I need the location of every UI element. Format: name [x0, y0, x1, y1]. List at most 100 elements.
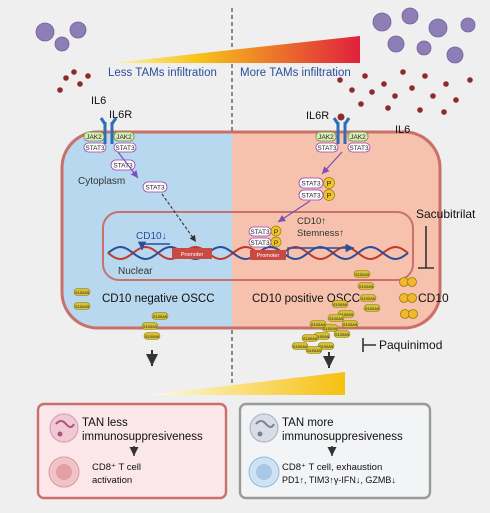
paquinimod-inhibit-line [362, 338, 376, 352]
tan-cell-left [49, 413, 79, 443]
s100a9-label: S100A9 [343, 322, 358, 327]
phospho-right-2 [323, 189, 335, 201]
s100a9-protein: S100A9 [73, 288, 91, 296]
cell-membrane [60, 130, 442, 330]
s100a9-protein: S100A9 [359, 294, 377, 302]
s100a9-protein: S100A9 [341, 320, 359, 328]
s100a9-protein: S100A9 [363, 304, 381, 312]
s100a9-protein: S100A9 [73, 302, 91, 310]
s100a9-label: S100A9 [307, 348, 322, 353]
s100a9-label: S100A9 [361, 296, 376, 301]
s100a9-protein: S100A9 [141, 322, 159, 330]
cytoplasm-label: Cytoplasm [78, 176, 125, 187]
s100a9-label: S100A9 [365, 306, 380, 311]
jak2-left-a-label: JAK2 [86, 134, 102, 141]
jak2-left-b-label: JAK2 [116, 134, 132, 141]
tan-more-label: TAN more [282, 417, 334, 429]
s100a9-protein: S100A9 [301, 334, 319, 342]
tams-gradient-ramp [112, 36, 360, 63]
more-tams-label: More TAMs infiltration [240, 67, 351, 79]
s100-gradient-wedge [148, 372, 345, 395]
s100a9-label: S100A9 [333, 302, 348, 307]
il6-dots-left [57, 69, 91, 93]
s100a9-label: S100A9 [315, 334, 330, 339]
jak2-left-a [83, 131, 105, 142]
s100a9-label: S100A9 [339, 312, 354, 317]
stat3-right-n1-label: STAT3 [250, 229, 270, 236]
s100a9-label: S100A9 [293, 344, 308, 349]
phospho-right-3-label: P [274, 229, 278, 236]
s100a9-protein: S100A9 [305, 346, 323, 354]
il6-dots-right [337, 69, 473, 115]
jak2-right-b-label: JAK2 [350, 134, 366, 141]
il6r-receptor-left [99, 117, 118, 144]
stat3-left-d-label: STAT3 [145, 185, 165, 192]
tan-more-immuno-label: immunosuppresiveness [282, 431, 403, 443]
phospho-right-4-label: P [274, 240, 278, 247]
cd10-down-arrow [137, 241, 170, 250]
s100a9-protein: S100A9 [333, 330, 351, 338]
stat3-right-a [315, 142, 339, 153]
s100a9-label: S100A9 [75, 290, 90, 295]
s100a9-label: S100A9 [335, 332, 350, 337]
promoter-label-right: Promoter [257, 253, 280, 259]
cd8-tcell-right [248, 456, 280, 488]
promoter-box-right [250, 250, 286, 260]
sacubitrilat-inhibit-line [418, 226, 434, 269]
jak2-left-b [113, 131, 135, 142]
cd8-tcell-left [48, 456, 80, 488]
s100a9-label: S100A9 [359, 284, 374, 289]
stat3-right-nuclear-arrow [277, 200, 311, 223]
s100a9-protein: S100A9 [353, 270, 371, 278]
stat3-right-p1 [298, 177, 324, 189]
stat3-left-c [110, 159, 136, 171]
phospho-right-2-label: P [327, 193, 332, 200]
less-tams-label: Less TAMs infiltration [108, 67, 217, 79]
cd10-down-label: CD10↓ [136, 231, 167, 242]
il6-label-left: IL6 [91, 95, 106, 107]
tam-cluster-right [372, 7, 476, 64]
il6r-label-left: IL6R [109, 109, 132, 121]
tan-less-immuno-label: immunosuppresiveness [82, 431, 203, 443]
cd10-up-label: CD10↑ [297, 216, 326, 227]
s100a9-label: S100A9 [75, 304, 90, 309]
s100a9-label: S100A9 [323, 326, 338, 331]
cd10-label: CD10 [418, 291, 449, 305]
s100a9-protein: S100A9 [327, 314, 345, 322]
left-cell-title: CD10 negative OSCC [102, 293, 215, 305]
s100a9-protein: S100A9 [331, 300, 349, 308]
s100a9-protein: S100A9 [317, 342, 335, 350]
stat3-right-b-label: STAT3 [349, 145, 369, 152]
stat3-left-activation-arrow [117, 151, 139, 179]
paquinimod-label: Paquinimod [379, 338, 442, 352]
phospho-right-3 [270, 225, 282, 237]
s100a9-label: S100A9 [145, 334, 160, 339]
cd10-proteins [399, 277, 418, 319]
cd8-right-label: CD8⁺ T cell, exhaustion [282, 462, 382, 473]
s100a9-protein: S100A9 [309, 320, 327, 328]
stat3-left-a [83, 142, 107, 153]
sacubitrilat-label: Sacubitrilat [416, 207, 476, 221]
cd8-left-activation-label: activation [92, 475, 132, 486]
stat3-right-p2 [298, 189, 324, 201]
il6r-label-right: IL6R [306, 110, 329, 122]
tan-cell-right [249, 413, 279, 443]
stat3-right-a-label: STAT3 [317, 145, 337, 152]
s100a9-label: S100A9 [153, 314, 168, 319]
il6-bound-right [337, 113, 345, 121]
s100a9-label: S100A9 [311, 322, 326, 327]
il6-label-right: IL6 [395, 124, 410, 136]
cd8-left-label: CD8⁺ T cell [92, 462, 141, 473]
stat3-right-n2-label: STAT3 [250, 240, 270, 247]
nuclear-label: Nuclear [118, 266, 153, 277]
stemness-arrow [287, 243, 354, 256]
s100a9-label: S100A9 [329, 316, 344, 321]
stat3-right-p1-label: STAT3 [301, 181, 321, 188]
stat3-right-b [347, 142, 371, 153]
promoter-box-left [172, 248, 212, 259]
s100a9-protein: S100A9 [143, 332, 161, 340]
jak2-right-b [347, 131, 369, 142]
il6r-receptor-right [332, 117, 351, 144]
stat3-right-p2-label: STAT3 [301, 193, 321, 200]
